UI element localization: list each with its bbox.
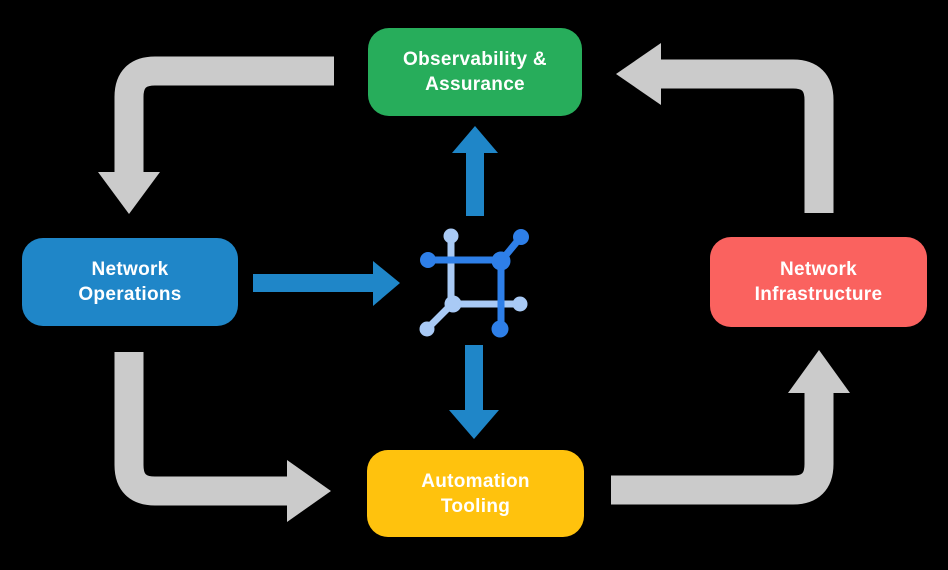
arrow-observability-to-operations (98, 56, 334, 214)
arrow-operations-to-automation (114, 352, 331, 522)
node-label-line: Observability & (403, 49, 547, 70)
node-label-line: Network (91, 259, 169, 280)
node-label-line: Automation (421, 470, 530, 492)
arrow-center-to-automation (449, 345, 499, 439)
node-label-line: Operations (78, 284, 182, 305)
node-label-line: Assurance (425, 74, 525, 95)
node-automation-tooling: Automation Tooling (367, 450, 584, 537)
arrow-automation-to-infrastructure (611, 350, 850, 505)
arrow-operations-to-center (253, 261, 400, 306)
network-nodes-icon (419, 228, 529, 338)
arrow-center-to-observability (452, 126, 498, 216)
node-network-operations: Network Operations (22, 238, 238, 326)
node-label-line: Network (779, 259, 858, 280)
node-label-line: Tooling (440, 495, 511, 517)
node-observability-assurance: Observability & Assurance (368, 28, 582, 116)
arrow-infrastructure-to-observability (616, 43, 834, 213)
node-network-infrastructure: Network Infrastructure (710, 237, 927, 327)
node-label-line: Infrastructure (754, 284, 883, 305)
